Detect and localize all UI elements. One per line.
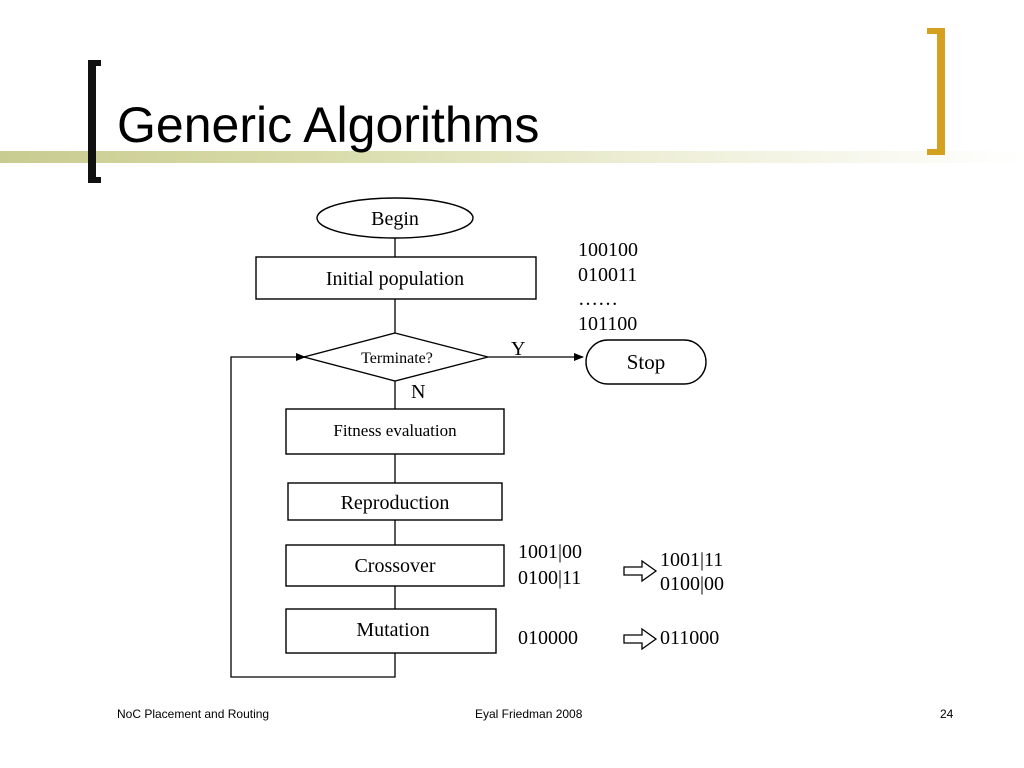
population-string-1: 100100 bbox=[578, 239, 638, 261]
fitness-evaluation-box bbox=[285, 408, 505, 455]
terminate-label: Terminate? bbox=[361, 350, 433, 367]
mutation-label: Mutation bbox=[356, 619, 429, 641]
begin-label: Begin bbox=[371, 208, 419, 230]
flow-connectors bbox=[230, 238, 584, 678]
slide-title: Generic Algorithms bbox=[117, 97, 540, 153]
population-string-2: 010011 bbox=[578, 264, 637, 286]
connector-loop-back-to-terminate bbox=[230, 353, 396, 678]
mutation-transform-arrow-icon bbox=[623, 627, 658, 651]
yes-branch-label: Y bbox=[511, 338, 525, 360]
crossover-label: Crossover bbox=[354, 555, 435, 577]
population-string-ellipsis: …… bbox=[578, 288, 618, 310]
crossover-before-string-2: 0100|11 bbox=[518, 567, 581, 589]
stop-terminal bbox=[585, 339, 707, 385]
initial-population-box bbox=[255, 256, 537, 300]
reproduction-box bbox=[287, 482, 503, 521]
right-bracket-decoration bbox=[927, 28, 945, 155]
crossover-after-string-2: 0100|00 bbox=[660, 573, 724, 595]
crossover-transform-arrow-icon bbox=[623, 559, 658, 583]
stop-label: Stop bbox=[627, 350, 666, 374]
mutation-after-string: 011000 bbox=[660, 627, 719, 649]
left-bracket-decoration bbox=[88, 60, 101, 183]
no-branch-label: N bbox=[411, 381, 425, 403]
crossover-before-string-1: 1001|00 bbox=[518, 541, 582, 563]
population-string-3: 101100 bbox=[578, 313, 637, 335]
mutation-box bbox=[285, 608, 497, 654]
crossover-box bbox=[285, 544, 505, 587]
terminate-decision-diamond bbox=[301, 332, 489, 382]
title-underline-band bbox=[0, 151, 1024, 163]
initial-population-label: Initial population bbox=[326, 268, 464, 290]
reproduction-label: Reproduction bbox=[341, 492, 450, 514]
footer-presentation-title: NoC Placement and Routing bbox=[117, 707, 270, 721]
footer-author: Eyal Friedman 2008 bbox=[475, 707, 583, 721]
begin-terminal bbox=[316, 197, 474, 239]
fitness-evaluation-label: Fitness evaluation bbox=[333, 421, 457, 440]
footer-page-number: 24 bbox=[940, 707, 954, 721]
mutation-before-string: 010000 bbox=[518, 627, 578, 649]
crossover-after-string-1: 1001|11 bbox=[660, 549, 723, 571]
